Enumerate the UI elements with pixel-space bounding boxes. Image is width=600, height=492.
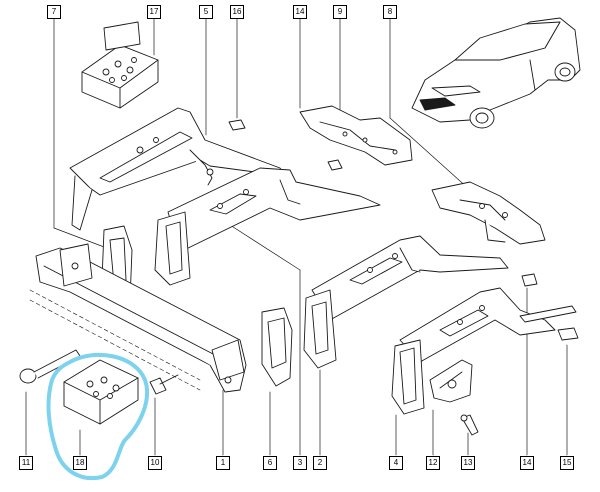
callout-14-bottom[interactable]: 14 [520, 456, 534, 470]
part-2-right-side-member [303, 235, 509, 369]
callout-14-top[interactable]: 14 [293, 5, 307, 19]
part-17-hardware-kit [81, 21, 159, 109]
part-12-bracket [429, 359, 473, 403]
callout-5[interactable]: 5 [199, 5, 213, 19]
part-5-upper-side-member [69, 107, 286, 231]
part-13-screw [460, 414, 479, 436]
callout-13[interactable]: 13 [461, 456, 475, 470]
callout-11[interactable]: 11 [19, 456, 33, 470]
part-9-panel [299, 105, 413, 166]
part-18-hardware-kit [63, 359, 139, 425]
part-4-lower-member [391, 287, 556, 415]
part-15-clip [557, 327, 579, 341]
callout-2[interactable]: 2 [313, 456, 327, 470]
leader-lines [25, 18, 568, 456]
callout-3[interactable]: 3 [293, 456, 307, 470]
callout-18[interactable]: 18 [73, 456, 87, 470]
callout-9[interactable]: 9 [333, 5, 347, 19]
callout-15[interactable]: 15 [560, 456, 574, 470]
callout-8[interactable]: 8 [383, 5, 397, 19]
callout-6[interactable]: 6 [263, 456, 277, 470]
part-6-bracket [261, 307, 293, 387]
part-8-bracket [431, 181, 546, 245]
part-1-bumper-beam [35, 243, 247, 393]
part-3-lower-side-member [154, 167, 381, 286]
vehicle-illustration [411, 17, 581, 129]
callout-7[interactable]: 7 [47, 5, 61, 19]
callout-1[interactable]: 1 [216, 456, 230, 470]
part-14-clip-top [327, 159, 343, 171]
callout-12[interactable]: 12 [426, 456, 440, 470]
beam-reference-outline [29, 289, 201, 381]
highlight-circle [46, 352, 150, 481]
part-16-clip [228, 119, 246, 131]
callout-10[interactable]: 10 [148, 456, 162, 470]
callout-4[interactable]: 4 [389, 456, 403, 470]
callout-17[interactable]: 17 [147, 5, 161, 19]
part-10-bolt [149, 374, 179, 395]
callout-16[interactable]: 16 [230, 5, 244, 19]
part-14-clip-bottom [521, 273, 538, 287]
reinforcement-strip [519, 305, 577, 323]
